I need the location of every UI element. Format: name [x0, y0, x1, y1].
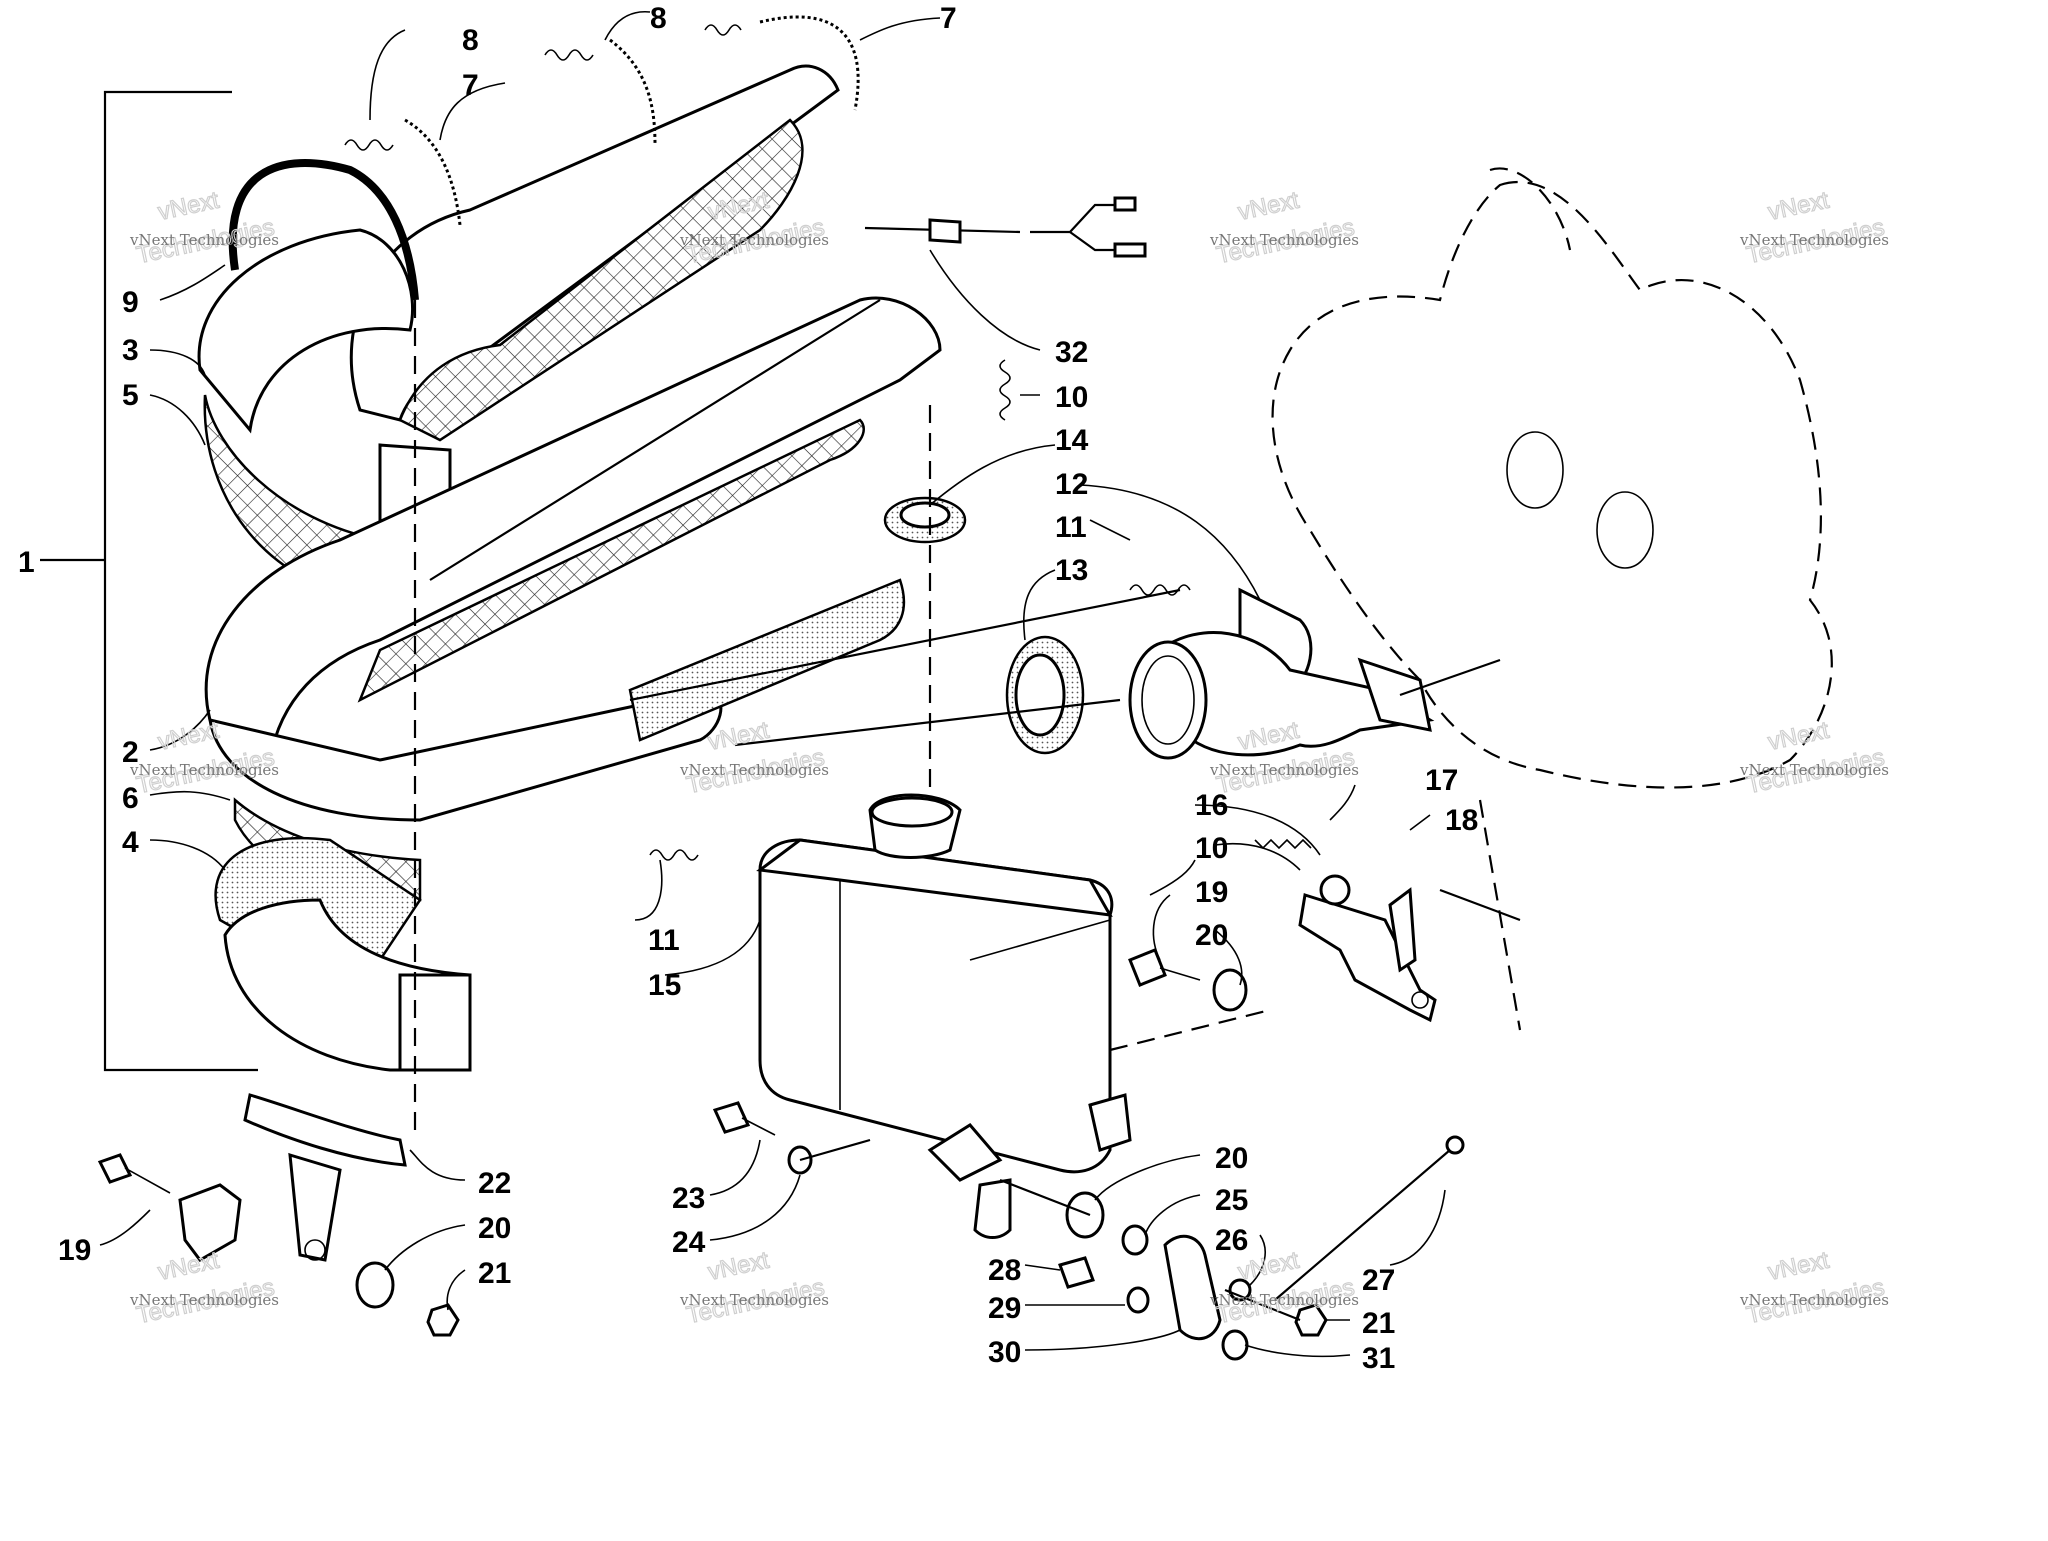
callout-25: 25	[1215, 1184, 1248, 1217]
callout-10b: 10	[1195, 832, 1228, 865]
bolt-19-right	[1128, 948, 1201, 987]
assembly-bracket	[40, 90, 258, 1072]
spring-10-top	[999, 359, 1011, 421]
sleeve-25	[1121, 1224, 1149, 1256]
spring-8-right	[704, 24, 742, 36]
callout-10a: 10	[1055, 381, 1088, 414]
callout-8b: 8	[650, 2, 667, 35]
callout-17: 17	[1425, 764, 1458, 797]
spring-10-right	[1254, 838, 1312, 850]
callout-20a: 20	[1195, 919, 1228, 952]
callout-30: 30	[988, 1336, 1021, 1369]
spacer-31	[1221, 1329, 1249, 1361]
callout-27: 27	[1362, 1264, 1395, 1297]
assembly-lines	[413, 299, 1521, 1322]
svg-text:vNext Technologies: vNext Technologies	[679, 231, 829, 249]
callout-21b: 21	[1362, 1307, 1395, 1340]
callout-22: 22	[478, 1167, 511, 1200]
spring-9	[228, 159, 419, 301]
svg-text:vNext Technologies: vNext Technologies	[1209, 231, 1359, 249]
svg-text:vNext Technologies: vNext Technologies	[129, 231, 279, 249]
grommet-20-left	[355, 1261, 395, 1309]
callout-16: 16	[1195, 789, 1228, 822]
svg-text:vNext: vNext	[706, 1247, 772, 1286]
washer-plate-left	[178, 1183, 242, 1262]
svg-text:vNext: vNext	[156, 717, 222, 756]
grommet-20-bottom	[1065, 1191, 1105, 1239]
spring-11-bottom	[649, 849, 699, 861]
bolt-19-left	[97, 1153, 171, 1194]
svg-text:vNext: vNext	[1766, 717, 1832, 756]
callout-15: 15	[648, 969, 681, 1002]
callout-19b: 19	[58, 1234, 91, 1267]
sensor-32	[864, 196, 1147, 258]
callout-9: 9	[122, 286, 139, 319]
svg-text:vNext Technologies: vNext Technologies	[1209, 761, 1359, 779]
grommet-20-right	[1212, 968, 1248, 1012]
callout-3: 3	[122, 334, 139, 367]
bolt-28	[1058, 1256, 1095, 1289]
svg-text:vNext: vNext	[1236, 187, 1302, 226]
svg-text:vNext: vNext	[1766, 1247, 1832, 1286]
lower-exhaust-pipe	[214, 836, 472, 1072]
gasket-14	[883, 496, 967, 544]
svg-text:vNext Technologies: vNext Technologies	[679, 1291, 829, 1309]
callout-31: 31	[1362, 1342, 1395, 1375]
svg-text:vNext Technologies: vNext Technologies	[1209, 1291, 1359, 1309]
callout-12: 12	[1055, 468, 1088, 501]
ground-strap-27	[1274, 1135, 1465, 1301]
bolt-23	[712, 1101, 776, 1136]
callout-labels: 1 2 3 4 5 6 7 7 8 8 9 10 10 11 11 12 13 …	[18, 2, 1478, 1375]
callout-14: 14	[1055, 424, 1089, 457]
svg-text:vNext Technologies: vNext Technologies	[129, 761, 279, 779]
plate-30	[1163, 1234, 1222, 1341]
callout-7b: 7	[462, 69, 479, 102]
svg-text:vNext Technologies: vNext Technologies	[129, 1291, 279, 1309]
callout-5: 5	[122, 379, 139, 412]
callout-23: 23	[672, 1182, 705, 1215]
callout-7a: 7	[940, 2, 957, 35]
spring-8-left	[344, 139, 394, 151]
callout-28: 28	[988, 1254, 1021, 1287]
gasket-13	[1005, 635, 1085, 755]
leader-lines	[99, 11, 1446, 1358]
nut-21-right	[1294, 1303, 1328, 1337]
nut-21-left	[426, 1303, 460, 1337]
middle-exhaust-pipe	[204, 296, 942, 902]
spring-8-top	[544, 49, 594, 61]
engine-outline	[1271, 167, 1833, 1031]
mount-bracket-18	[1298, 874, 1437, 1023]
callout-29: 29	[988, 1292, 1021, 1325]
callout-2: 2	[122, 736, 139, 769]
svg-text:vNext: vNext	[156, 1247, 222, 1286]
callout-24: 24	[672, 1226, 706, 1259]
svg-text:vNext Technologies: vNext Technologies	[1739, 1291, 1889, 1309]
callout-20c: 20	[478, 1212, 511, 1245]
callout-19a: 19	[1195, 876, 1228, 909]
svg-text:vNext: vNext	[156, 187, 222, 226]
svg-text:vNext: vNext	[1766, 187, 1832, 226]
callout-32: 32	[1055, 336, 1088, 369]
callout-1: 1	[18, 546, 35, 579]
svg-text:vNext Technologies: vNext Technologies	[1739, 761, 1889, 779]
callout-13: 13	[1055, 554, 1088, 587]
exhaust-manifold	[1128, 587, 1435, 760]
svg-text:vNext Technologies: vNext Technologies	[679, 761, 829, 779]
washer-29	[1126, 1286, 1150, 1314]
callout-26: 26	[1215, 1224, 1248, 1257]
chain-7	[404, 15, 860, 226]
svg-text:vNext Technologies: vNext Technologies	[1739, 231, 1889, 249]
callout-4: 4	[122, 826, 139, 859]
callout-20b: 20	[1215, 1142, 1248, 1175]
callout-6: 6	[122, 782, 139, 815]
muffler-canister	[756, 793, 1132, 1239]
callout-11b: 11	[648, 924, 680, 957]
lower-bracket	[243, 1093, 407, 1262]
callout-11a: 11	[1055, 511, 1087, 544]
callout-8a: 8	[462, 24, 479, 57]
callout-18: 18	[1445, 804, 1478, 837]
callout-21a: 21	[478, 1257, 511, 1290]
spring-13	[1129, 584, 1191, 596]
